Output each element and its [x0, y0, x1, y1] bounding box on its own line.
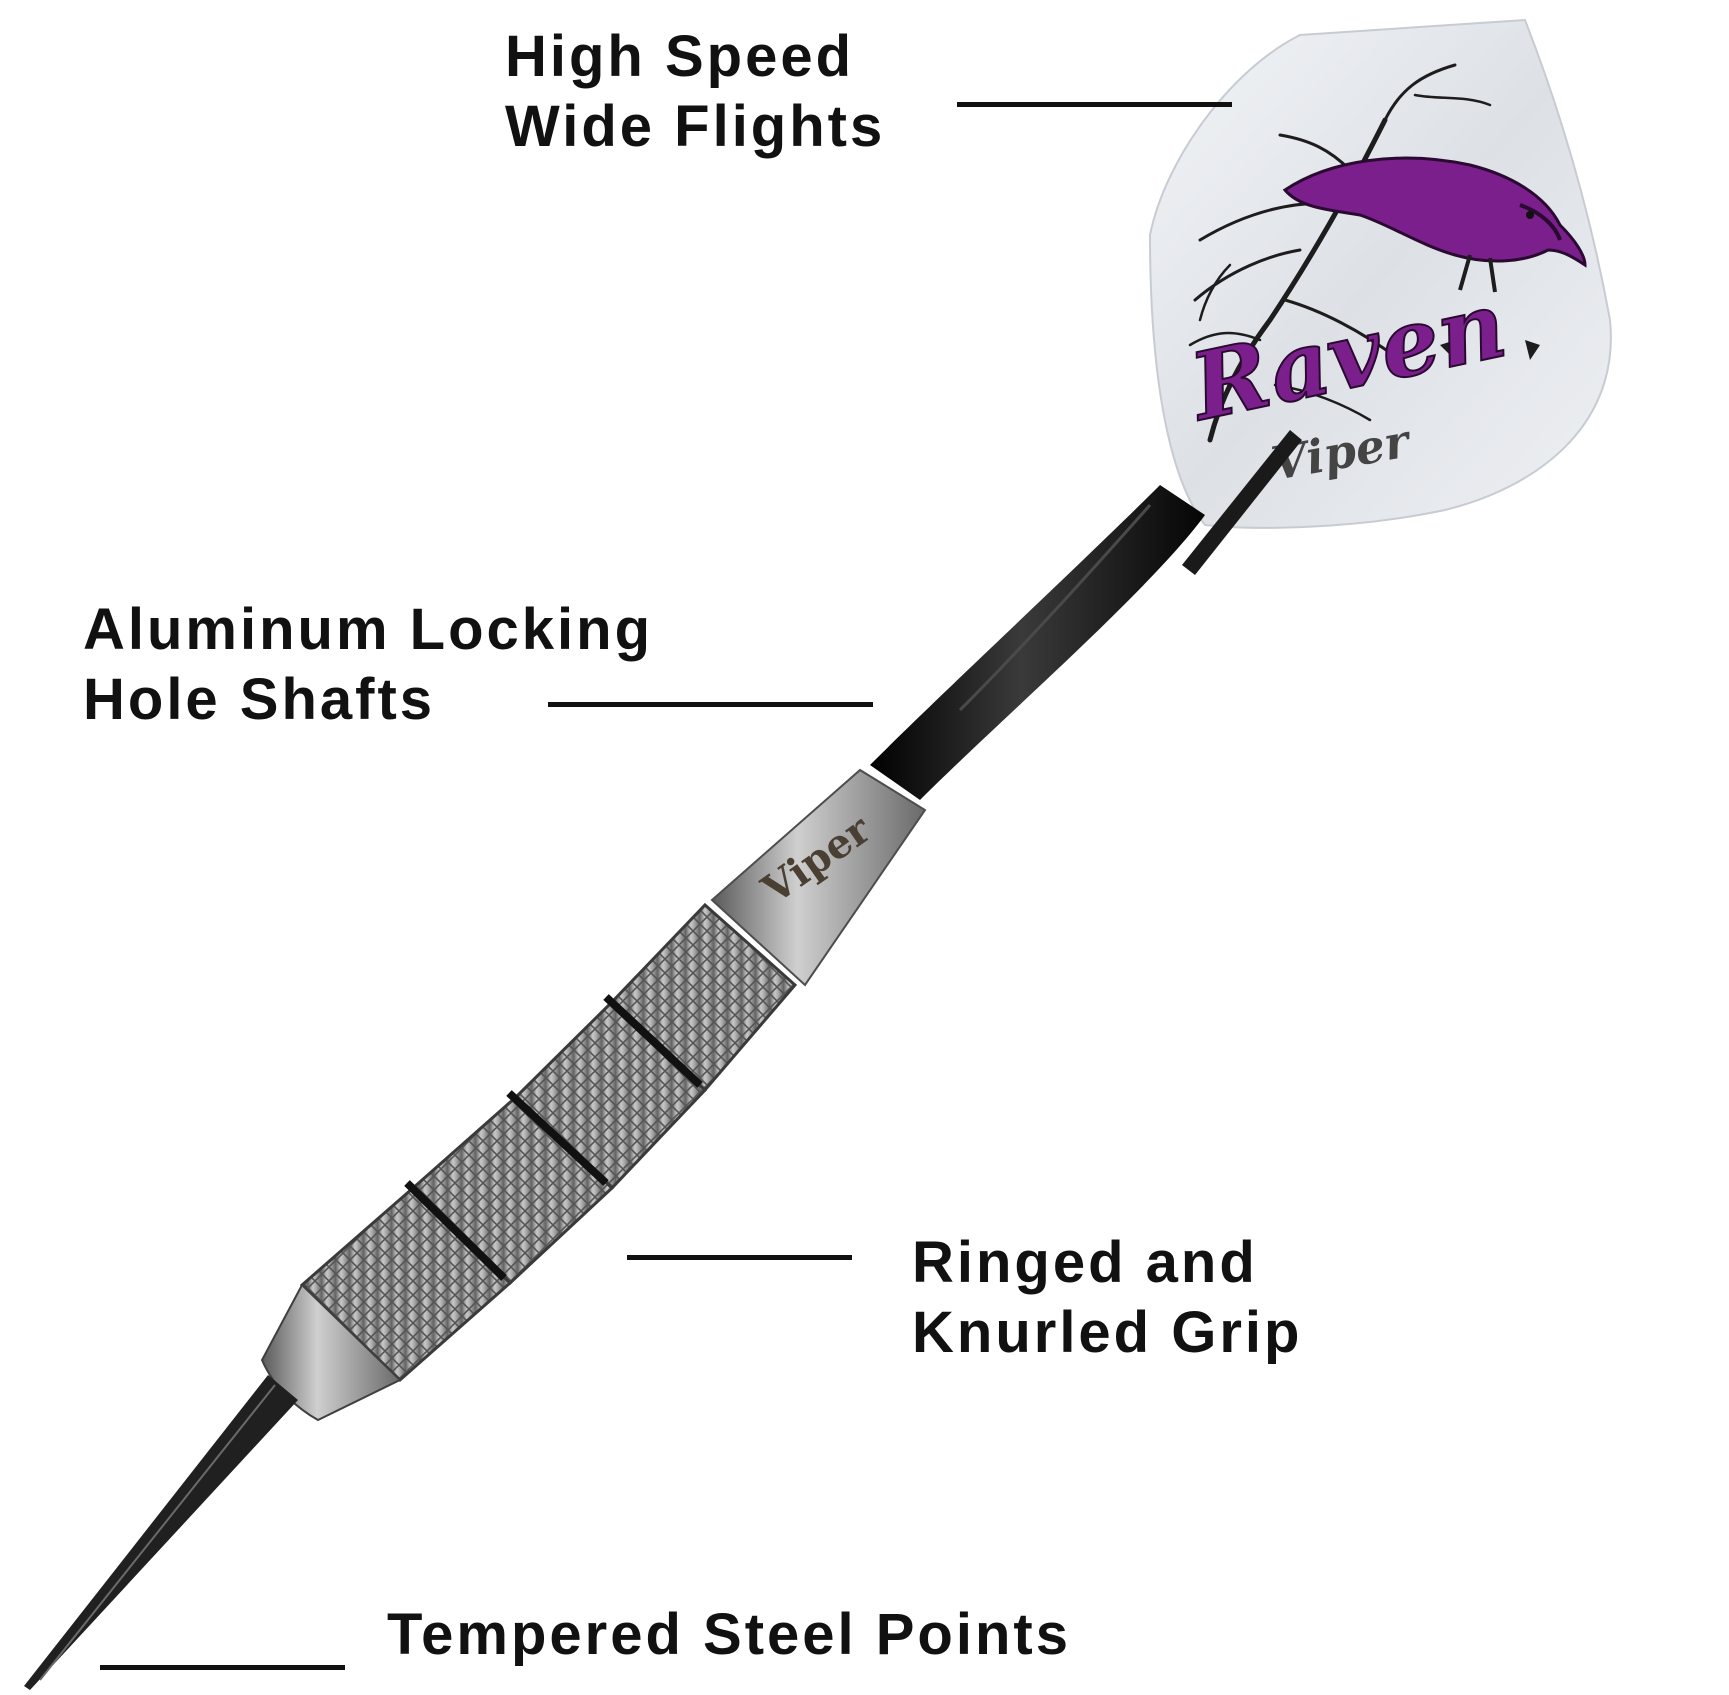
callout-flights-line2: Wide Flights	[505, 94, 886, 159]
callout-grip: Ringed and Knurled Grip	[912, 1228, 1302, 1368]
callout-points-line1: Tempered Steel Points	[387, 1602, 1071, 1667]
steel-point	[24, 1375, 298, 1690]
callout-flights-line1: High Speed	[505, 24, 855, 89]
callout-flights-leader	[957, 102, 1232, 107]
raven-graphic	[1282, 156, 1587, 360]
callout-shafts-line1: Aluminum Locking	[83, 597, 653, 662]
flight: Raven Viper	[1148, 18, 1612, 529]
callout-grip-line1: Ringed and	[912, 1230, 1258, 1295]
barrel-grip	[299, 902, 798, 1383]
callout-shafts-leader	[548, 702, 873, 707]
callout-points: Tempered Steel Points	[387, 1600, 1071, 1670]
callout-shafts: Aluminum Locking Hole Shafts	[83, 595, 653, 735]
shaft	[870, 430, 1302, 800]
callout-shafts-line2: Hole Shafts	[83, 667, 436, 732]
callout-flights: High Speed Wide Flights	[505, 22, 885, 162]
callout-grip-line2: Knurled Grip	[912, 1300, 1303, 1365]
callout-grip-leader	[627, 1255, 852, 1260]
callout-points-leader	[100, 1665, 345, 1670]
